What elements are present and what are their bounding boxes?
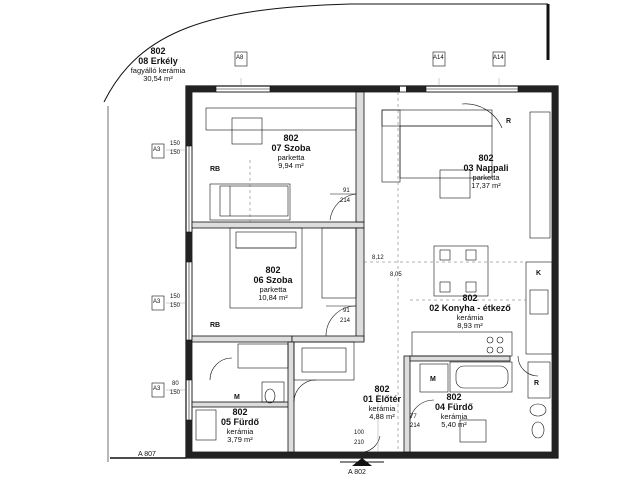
grid-tag-a3b: A3 xyxy=(153,299,161,305)
kitchen-counter xyxy=(411,261,553,357)
windows-top xyxy=(215,85,519,93)
room-area: 5,40 m² xyxy=(441,420,467,430)
section-label-bottom: A 802 xyxy=(348,469,366,476)
room-area: 30,54 m² xyxy=(143,74,173,84)
mark-rb: RB xyxy=(210,322,221,329)
mark-r: R xyxy=(534,380,540,387)
door-dim: 210 xyxy=(354,440,365,446)
room-material: kerámia xyxy=(440,411,468,421)
balcony-curve xyxy=(103,3,548,103)
window-dim: 80 xyxy=(172,381,179,387)
door-dim: 77 xyxy=(410,414,417,420)
room-material: parketta xyxy=(277,152,305,162)
room-area: 8,93 m² xyxy=(457,321,483,331)
window-dim: 150 xyxy=(170,294,181,300)
room-number: 802 xyxy=(283,133,299,143)
room-label-szoba7: 802 07 Szoba parketta 9,94 m² xyxy=(246,133,336,171)
wall-bands xyxy=(186,86,558,458)
room-number: 802 xyxy=(446,392,462,402)
room-area: 9,94 m² xyxy=(278,161,304,171)
room-number: 802 xyxy=(232,407,248,417)
furniture-living xyxy=(381,103,551,297)
room-name: 06 Szoba xyxy=(253,275,293,286)
hallway-doors xyxy=(209,355,539,453)
window-dim: 150 xyxy=(170,303,181,309)
room-name: 03 Nappali xyxy=(463,163,509,174)
door-dim: 214 xyxy=(340,318,351,324)
door-dim: 91 xyxy=(343,188,350,194)
room-material: parketta xyxy=(472,172,500,182)
mark-rb: RB xyxy=(210,166,221,173)
dim-label: 8,05 xyxy=(390,272,402,278)
furniture-room06 xyxy=(229,227,357,369)
room-material: kerámia xyxy=(226,426,254,436)
room-area: 10,84 m² xyxy=(258,293,288,303)
windows-left xyxy=(185,145,193,421)
room-name: 02 Konyha - étkező xyxy=(429,303,511,314)
mark-k: K xyxy=(536,270,542,277)
room-material: kerámia xyxy=(368,403,396,413)
bath-fixtures xyxy=(195,341,551,443)
section-label-left: A 807 xyxy=(138,451,156,458)
mark-m: M xyxy=(234,394,240,401)
room-label-furdo5: 802 05 Fürdő kerámia 3,79 m² xyxy=(210,407,270,445)
room-number: 802 xyxy=(462,293,478,303)
room-area: 4,88 m² xyxy=(369,412,395,422)
grid-tag-a8: A8 xyxy=(236,55,244,61)
grid-tag-a14a: A14 xyxy=(433,55,444,61)
window-dim: 150 xyxy=(170,141,181,147)
room-name: 07 Szoba xyxy=(271,143,311,154)
room-label-furdo4: 802 04 Fürdő kerámia 5,40 m² xyxy=(424,392,484,430)
room-label-eloter: 802 01 Előtér kerámia 4,88 m² xyxy=(352,384,412,422)
door-dim: 214 xyxy=(340,198,351,204)
door-dim: 100 xyxy=(354,430,365,436)
room-name: 08 Erkély xyxy=(138,56,178,67)
room-number: 802 xyxy=(265,265,281,275)
window-dim: 150 xyxy=(170,390,181,396)
room-material: kerámia xyxy=(456,312,484,322)
room-number: 802 xyxy=(478,153,494,163)
dim-label: 8,12 xyxy=(372,255,384,261)
dashed-lines xyxy=(249,92,526,452)
grid-tag-a14b: A14 xyxy=(493,55,504,61)
room-number: 802 xyxy=(150,46,166,56)
room-name: 04 Fürdő xyxy=(434,402,473,413)
grid-lines xyxy=(166,78,500,452)
door-dim: 91 xyxy=(343,308,350,314)
mark-r: R xyxy=(506,118,512,125)
room-material: parketta xyxy=(259,284,287,294)
room-material: fagyálló kerámia xyxy=(130,65,186,75)
room-name: 01 Előtér xyxy=(362,394,402,405)
room-label-erkely: 802 08 Erkély fagyálló kerámia 30,54 m² xyxy=(108,46,208,84)
room-number: 802 xyxy=(374,384,390,394)
door-dim: 214 xyxy=(410,423,421,429)
room-label-szoba6: 802 06 Szoba parketta 10,84 m² xyxy=(228,265,318,303)
room-label-nappali: 802 03 Nappali parketta 17,37 m² xyxy=(446,153,526,191)
window-dim: 150 xyxy=(170,150,181,156)
grid-tag-a3a: A3 xyxy=(153,147,161,153)
grid-tag-boxes xyxy=(151,51,506,398)
mark-m: M xyxy=(430,376,436,383)
section-arrow-bottom xyxy=(340,458,384,466)
room-area: 17,37 m² xyxy=(471,181,501,191)
grid-tag-a3c: A3 xyxy=(153,386,161,392)
room-area: 3,79 m² xyxy=(227,435,253,445)
room-name: 05 Fürdő xyxy=(220,417,259,428)
room-label-konyha: 802 02 Konyha - étkező kerámia 8,93 m² xyxy=(420,293,520,331)
